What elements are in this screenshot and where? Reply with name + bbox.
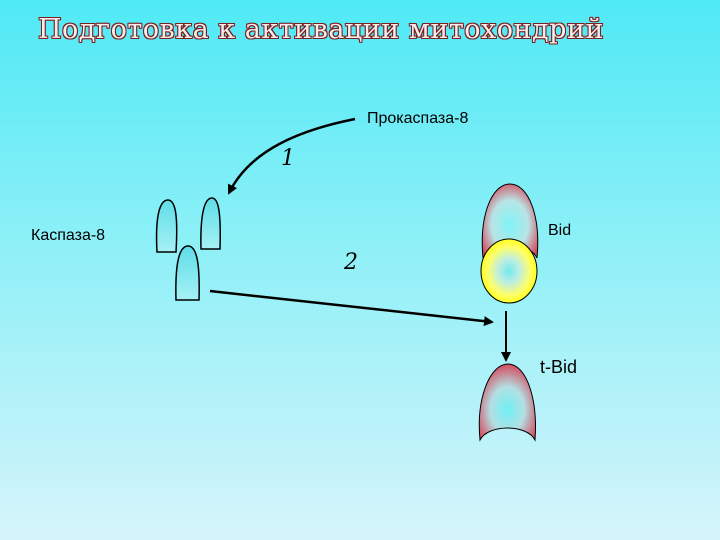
tbid-shape xyxy=(478,363,536,442)
bid-yellow-domain xyxy=(480,238,538,304)
caspase-label: Каспаза-8 xyxy=(31,227,106,244)
procaspase-label: Прокаспаза-8 xyxy=(367,110,469,127)
caspase-subunit-right xyxy=(200,197,221,250)
slide-title: Подготовка к активации митохондрий xyxy=(38,14,604,45)
arrow-procaspase-to-caspase xyxy=(227,117,356,195)
caspase-subunit-bottom xyxy=(175,245,200,301)
arrow-caspase-to-cleavage xyxy=(209,289,494,327)
tbid-label: t-Bid xyxy=(540,357,578,377)
bid-label: Bid xyxy=(548,222,572,239)
caspase-subunit-left xyxy=(155,199,178,253)
step-2-label: 2 xyxy=(344,250,358,275)
step-1-label: 1 xyxy=(281,146,295,171)
